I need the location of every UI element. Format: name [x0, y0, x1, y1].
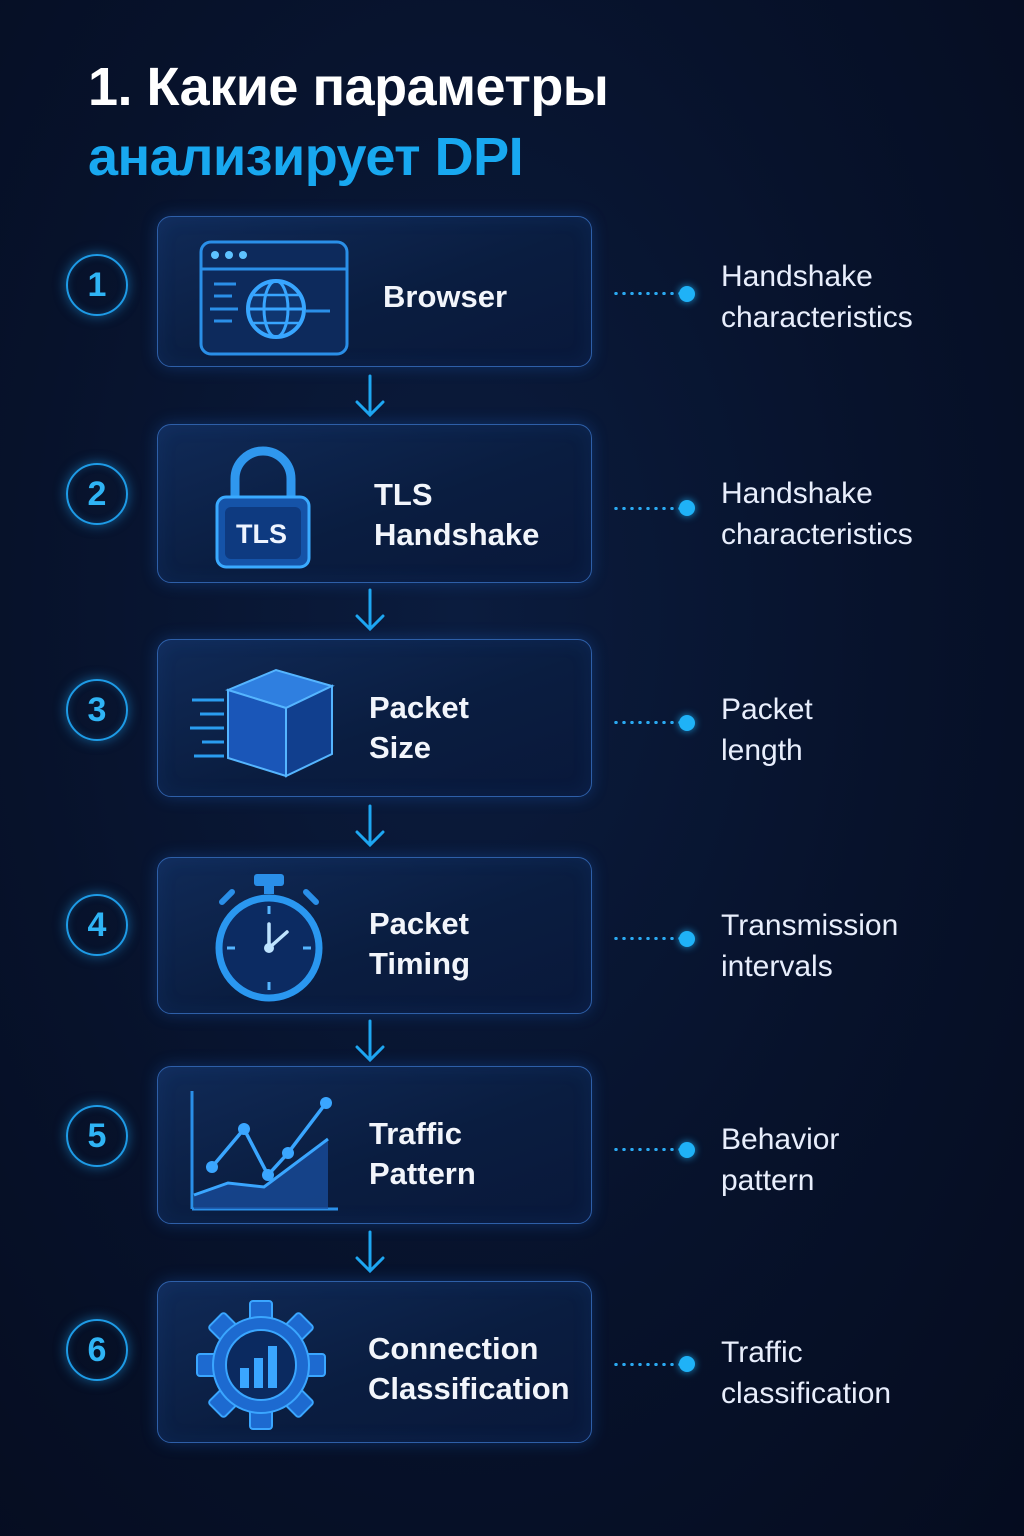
title-line-1: 1. Какие параметры	[88, 57, 609, 117]
connector-dots	[612, 721, 682, 724]
step-label: Connection Classification	[368, 1331, 570, 1406]
connector-dots	[612, 937, 682, 940]
step-card-browser: Browser	[157, 216, 592, 367]
step-number-1: 1	[66, 254, 128, 316]
page-title: 1. Какие параметры анализирует DPI	[88, 52, 609, 192]
connector-dots	[612, 1148, 682, 1151]
browser-globe-icon	[199, 240, 349, 356]
step-number-4: 4	[66, 894, 128, 956]
connector-endpoint	[679, 931, 695, 947]
step-card-traffic-pattern: Traffic Pattern	[157, 1066, 592, 1224]
step-card-packet-timing: Packet Timing	[157, 857, 592, 1014]
stopwatch-icon	[215, 874, 323, 1002]
connector-endpoint	[679, 286, 695, 302]
connector-dots	[612, 292, 682, 295]
step-number-3: 3	[66, 679, 128, 741]
step-label: Packet Timing	[369, 906, 471, 981]
step-card-packet-size: Packet Size	[157, 639, 592, 797]
step-label: Packet Size	[369, 690, 469, 765]
step-card-tls-handshake: TLS TLS Handshake	[157, 424, 592, 583]
gear-chart-icon	[196, 1300, 326, 1430]
line-chart-icon	[190, 1091, 338, 1211]
step-description: Traffic classification	[721, 1336, 892, 1410]
step-label: Browser	[383, 279, 508, 314]
step-number-2: 2	[66, 463, 128, 525]
arrow-down-icon	[355, 1230, 385, 1274]
step-label: Traffic Pattern	[369, 1116, 476, 1191]
padlock-icon	[215, 446, 311, 569]
connector-dots	[612, 507, 682, 510]
step-label: TLS Handshake	[374, 477, 540, 552]
padlock-icon-label: TLS	[236, 519, 287, 549]
step-number-5: 5	[66, 1105, 128, 1167]
connector-endpoint	[679, 1356, 695, 1372]
step-description: Packet length	[721, 693, 813, 767]
arrow-down-icon	[355, 374, 385, 418]
arrow-down-icon	[355, 804, 385, 848]
packet-cube-icon	[190, 668, 335, 778]
connector-dots	[612, 1363, 682, 1366]
step-description: Handshake characteristics	[721, 260, 913, 334]
title-line-2: анализирует DPI	[88, 127, 524, 187]
step-description: Transmission intervals	[721, 909, 899, 983]
arrow-down-icon	[355, 1019, 385, 1063]
step-description: Handshake characteristics	[721, 477, 913, 551]
step-number-6: 6	[66, 1319, 128, 1381]
step-card-connection-classification: Connection Classification	[157, 1281, 592, 1443]
connector-endpoint	[679, 1142, 695, 1158]
connector-endpoint	[679, 500, 695, 516]
connector-endpoint	[679, 715, 695, 731]
step-description: Behavior pattern	[721, 1123, 840, 1197]
arrow-down-icon	[355, 588, 385, 632]
